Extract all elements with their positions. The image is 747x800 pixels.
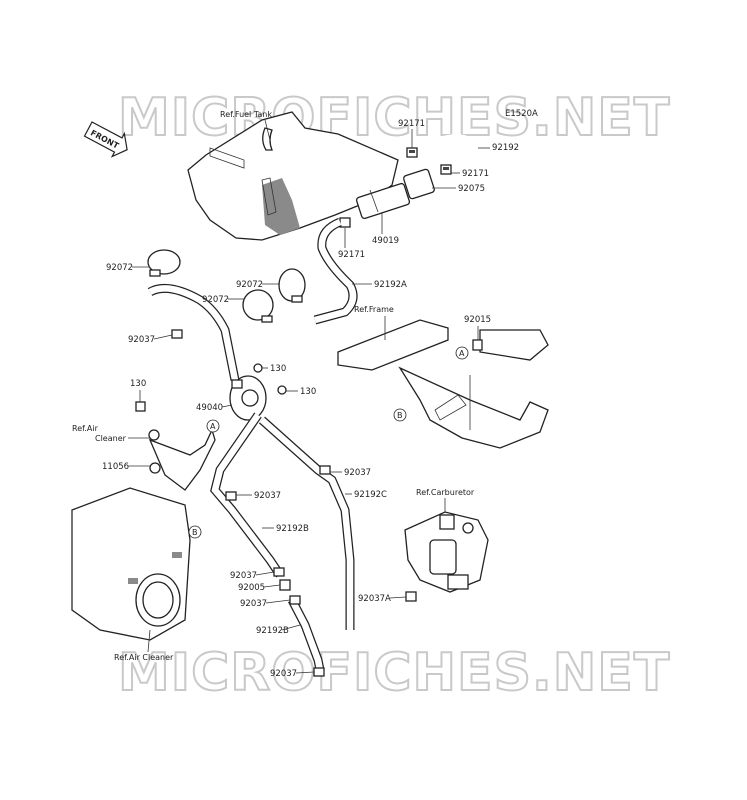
label-92192B: 92192B xyxy=(276,524,309,534)
label-92192: 92192 xyxy=(492,143,519,153)
svg-text:A: A xyxy=(210,422,216,431)
hose-92192B xyxy=(210,412,284,578)
label-92072-low: 92072 xyxy=(202,295,229,305)
clamp-92171-mid xyxy=(339,217,351,228)
label-92037-low1: 92037 xyxy=(230,571,257,581)
frame-outline xyxy=(337,319,549,449)
clamp-92037-low2 xyxy=(289,595,301,605)
fuel-tank-outline xyxy=(187,111,399,241)
hose-92192B-lower xyxy=(288,597,325,671)
label-92037-left: 92037 xyxy=(128,335,155,345)
clamp-92037-mid xyxy=(319,465,331,475)
watermark-top: MICROFICHES.NET xyxy=(118,88,670,148)
clamp-92037-low1 xyxy=(273,567,285,577)
clamp-92072-left xyxy=(147,249,181,277)
label-92075: 92075 xyxy=(458,184,485,194)
ref-fuel-tank: Ref.Fuel Tank xyxy=(220,110,272,119)
label-92005: 92005 xyxy=(238,583,265,593)
label-92037-low2: 92037 xyxy=(240,599,267,609)
hose-92192C xyxy=(259,416,355,630)
bracket-11056 xyxy=(148,428,216,491)
label-92192C: 92192C xyxy=(354,490,387,500)
ref-air-cleaner-line1: Ref.Air xyxy=(72,424,99,433)
clamp-92037-left xyxy=(171,329,183,339)
air-cleaner-box xyxy=(71,487,191,641)
svg-text:A: A xyxy=(459,349,465,358)
label-92072-mid: 92072 xyxy=(236,280,263,290)
svg-text:B: B xyxy=(397,411,403,420)
label-49019: 49019 xyxy=(372,236,399,246)
clamp-92072-mid xyxy=(278,268,306,303)
clamp-92072-low xyxy=(242,289,274,323)
svg-text:B: B xyxy=(192,528,198,537)
bolt-130-b xyxy=(277,385,287,395)
callout-a-lower: A xyxy=(206,419,220,433)
bolt-130-a xyxy=(253,363,263,373)
filter-holder-92075 xyxy=(403,168,435,200)
label-92171-right: 92171 xyxy=(462,169,489,179)
label-92171-mid: 92171 xyxy=(338,250,365,260)
label-92192A: 92192A xyxy=(374,280,407,290)
left-hose xyxy=(147,283,240,381)
label-130-a: 130 xyxy=(270,364,286,374)
label-92037A: 92037A xyxy=(358,594,391,604)
diagram-code: E1520A xyxy=(505,109,538,119)
ref-air-cleaner-bottom: Ref.Air Cleaner xyxy=(114,653,174,662)
callout-b-lower: B xyxy=(188,525,202,539)
label-130-b: 130 xyxy=(300,387,316,397)
fuel-pump-49040 xyxy=(229,375,267,421)
label-49040: 49040 xyxy=(196,403,223,413)
label-92072-left: 92072 xyxy=(106,263,133,273)
clamp-92037-hose xyxy=(225,491,237,501)
label-92171-top: 92171 xyxy=(398,119,425,129)
clamp-92171-top xyxy=(406,147,418,158)
ref-carburetor: Ref.Carburetor xyxy=(416,488,475,497)
clamp-92171-right xyxy=(440,164,452,175)
ref-air-cleaner-line2: Cleaner xyxy=(95,434,127,443)
hose-92192A xyxy=(313,217,358,325)
watermark-bottom: MICROFICHES.NET xyxy=(118,643,670,703)
label-92037-mid: 92037 xyxy=(344,468,371,478)
label-92037-hose: 92037 xyxy=(254,491,281,501)
label-92037-bottom: 92037 xyxy=(270,669,297,679)
hose-92192 xyxy=(416,134,483,170)
callout-a-upper: A xyxy=(455,346,469,360)
label-92192B-low: 92192B xyxy=(256,626,289,636)
label-11056: 11056 xyxy=(102,462,129,472)
bolt-130-c xyxy=(135,401,146,412)
joint-92005 xyxy=(279,579,291,591)
label-92015: 92015 xyxy=(464,315,491,325)
ref-frame: Ref.Frame xyxy=(354,305,394,314)
grommet-92015 xyxy=(472,339,483,351)
label-130-c: 130 xyxy=(130,379,146,389)
clamp-92037A xyxy=(405,591,417,602)
clamp-92037-bottom xyxy=(313,667,325,677)
carburetor xyxy=(404,511,489,593)
fuel-filter-49019 xyxy=(355,182,411,220)
callout-b-upper: B xyxy=(393,408,407,422)
